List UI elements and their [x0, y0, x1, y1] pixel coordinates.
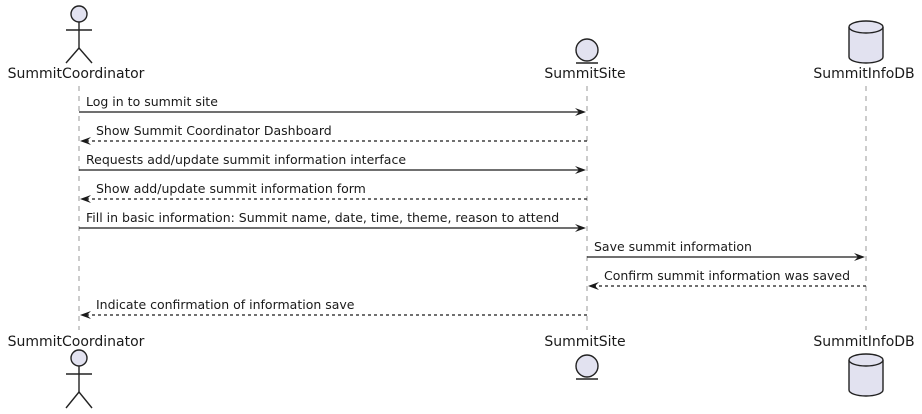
message-label: Requests add/update summit information i…: [86, 152, 406, 167]
message-label: Indicate confirmation of information sav…: [96, 297, 355, 312]
arrowhead-icon: [854, 253, 865, 261]
participant-name-site-bottom: SummitSite: [544, 334, 625, 350]
participant-name-db: SummitInfoDB: [813, 66, 914, 82]
message: Indicate confirmation of information sav…: [80, 297, 587, 319]
message-label: Show Summit Coordinator Dashboard: [96, 123, 332, 138]
entity-icon: [575, 38, 599, 64]
actor-icon-bottom: [65, 349, 93, 409]
message-label: Fill in basic information: Summit name, …: [86, 210, 559, 225]
participant-name-coordinator: SummitCoordinator: [8, 66, 145, 82]
message: Show Summit Coordinator Dashboard: [80, 123, 587, 145]
message-label: Log in to summit site: [86, 94, 218, 109]
participant-name-site: SummitSite: [544, 66, 625, 82]
arrowhead-icon: [80, 311, 91, 319]
message: Save summit information: [587, 239, 865, 261]
message-label: Confirm summit information was saved: [604, 268, 850, 283]
arrowhead-icon: [575, 224, 586, 232]
message: Show add/update summit information form: [80, 181, 587, 203]
database-icon: [848, 20, 884, 64]
message-label: Save summit information: [594, 239, 752, 254]
database-icon-bottom: [848, 353, 884, 397]
arrowhead-icon: [575, 166, 586, 174]
arrowhead-icon: [575, 108, 586, 116]
arrowhead-icon: [80, 137, 91, 145]
participant-name-coordinator-bottom: SummitCoordinator: [8, 334, 145, 350]
message: Requests add/update summit information i…: [79, 152, 586, 174]
message: Fill in basic information: Summit name, …: [79, 210, 586, 232]
message-label: Show add/update summit information form: [96, 181, 366, 196]
entity-icon-bottom: [575, 354, 599, 380]
arrowhead-icon: [80, 195, 91, 203]
arrowhead-icon: [588, 282, 599, 290]
message: Log in to summit site: [79, 94, 586, 116]
message: Confirm summit information was saved: [588, 268, 866, 290]
actor-icon: [65, 5, 93, 64]
participant-name-db-bottom: SummitInfoDB: [813, 334, 914, 350]
